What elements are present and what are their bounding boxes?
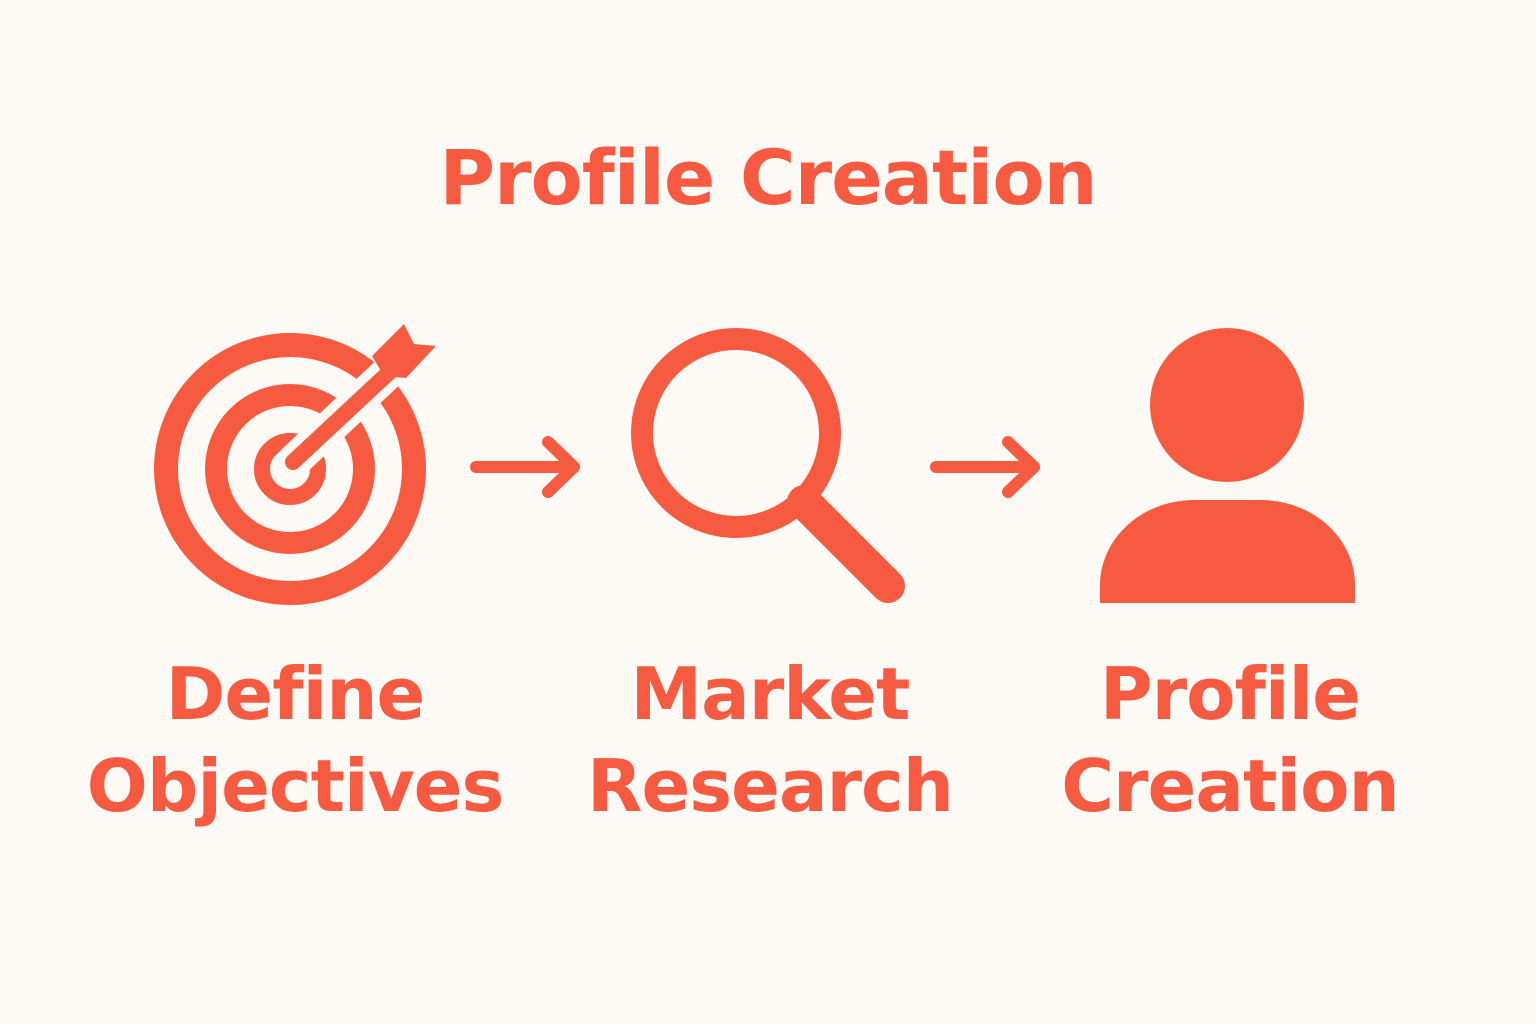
magnifying-glass-icon <box>631 328 905 603</box>
step-label-line2: Creation <box>1061 744 1400 828</box>
step-label-market-research: Market Research <box>560 648 980 832</box>
target-arrow-icon <box>154 324 436 605</box>
page-title: Profile Creation <box>439 133 1097 222</box>
step-label-line2: Objectives <box>86 744 505 828</box>
step-label-profile-creation: Profile Creation <box>1030 648 1430 832</box>
arrow-right-icon <box>930 436 1040 498</box>
step-label-line2: Research <box>587 744 954 828</box>
step-label-define-objectives: Define Objectives <box>80 648 510 832</box>
step-label-line1: Define <box>165 652 426 736</box>
arrow-right-icon <box>470 436 580 498</box>
step-label-line1: Market <box>630 652 911 736</box>
user-icon <box>1100 328 1355 603</box>
step-label-line1: Profile <box>1099 652 1361 736</box>
